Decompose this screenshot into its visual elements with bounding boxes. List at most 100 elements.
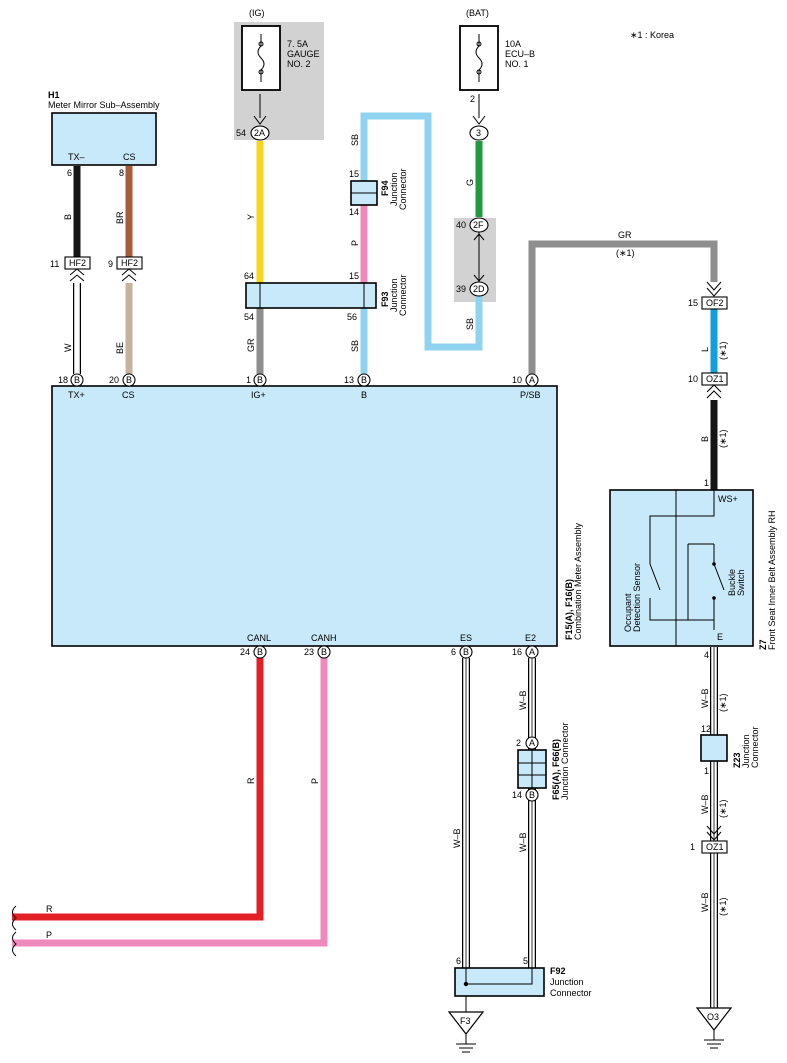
svg-text:GR: GR	[618, 230, 632, 240]
z7-id: Z7	[758, 639, 768, 650]
meter-pin-b: B	[361, 390, 367, 400]
svg-text:20: 20	[109, 375, 119, 385]
fuse-bat-source: (BAT)	[466, 8, 489, 18]
svg-text:OF2: OF2	[706, 298, 724, 308]
z23-name1: Junction	[741, 734, 751, 768]
svg-text:O3: O3	[707, 1012, 719, 1022]
svg-text:B: B	[321, 647, 327, 657]
svg-text:18: 18	[58, 375, 68, 385]
svg-text:14: 14	[512, 790, 522, 800]
svg-text:R: R	[246, 777, 256, 784]
z7-sensor-2: Detection Sensor	[632, 563, 642, 632]
svg-text:40: 40	[456, 220, 466, 230]
f92-name1: Junction	[550, 977, 584, 987]
svg-text:1: 1	[246, 375, 251, 385]
connector-hf2-left: HF2	[64, 256, 91, 282]
svg-text:W: W	[63, 343, 73, 352]
wire-skyblue-loop	[360, 112, 483, 351]
svg-text:B: B	[257, 647, 263, 657]
f92-id: F92	[550, 966, 566, 976]
ground-o3: O3	[695, 1007, 733, 1049]
wire-break-marks	[12, 905, 17, 957]
fuse-bat: (BAT) 10A ECU–B NO. 1	[459, 8, 535, 91]
svg-text:W–B: W–B	[700, 688, 710, 708]
svg-text:6: 6	[67, 168, 72, 178]
svg-text:5: 5	[523, 956, 528, 966]
svg-text:SB: SB	[465, 318, 475, 330]
f93-id: F93	[380, 291, 390, 307]
meter-pin-es: ES	[460, 633, 472, 643]
svg-text:2: 2	[470, 94, 475, 104]
svg-text:F3: F3	[460, 1016, 471, 1026]
wire-red-canl	[12, 658, 264, 921]
ground-f3: F3	[447, 1011, 485, 1053]
meter-pin-psb: P/SB	[520, 390, 541, 400]
meter-pin-markers: B B B B A B B B A	[70, 373, 539, 659]
svg-text:A: A	[529, 647, 535, 657]
meter-pin-txp: TX+	[68, 390, 85, 400]
svg-text:1: 1	[690, 842, 695, 852]
svg-text:BE: BE	[115, 342, 125, 354]
svg-text:15: 15	[349, 169, 359, 179]
svg-text:P: P	[46, 930, 52, 940]
svg-text:1: 1	[704, 478, 709, 488]
z7-switch-2: Switch	[736, 569, 746, 596]
svg-text:11: 11	[50, 259, 59, 269]
svg-text:12: 12	[701, 724, 711, 734]
svg-text:6: 6	[451, 647, 456, 657]
wire-pink-canh	[12, 658, 328, 947]
svg-text:A: A	[529, 375, 535, 385]
z7-pin-ws: WS+	[718, 494, 738, 504]
connector-3: 3	[469, 115, 489, 141]
svg-text:(∗1): (∗1)	[718, 693, 728, 712]
fuse-bat-name2: NO. 1	[505, 59, 529, 69]
component-f65-f66: A B F65(A), F66(B) Junction Connector	[517, 722, 570, 802]
component-f94: F94 Junction Connector	[350, 168, 408, 210]
svg-text:B: B	[361, 375, 367, 385]
wires	[12, 94, 718, 1008]
svg-text:(∗1): (∗1)	[718, 341, 728, 360]
pin-numbers: 54 2 15 14 40 39 11 9 6 8 64 15 54 56 15…	[50, 94, 711, 966]
connector-oz1-bottom: OZ1	[701, 825, 728, 854]
svg-text:GR: GR	[246, 338, 256, 352]
svg-text:W–B: W–B	[452, 828, 462, 848]
meter-pin-canh: CANH	[311, 633, 337, 643]
f94-name2: Connector	[398, 168, 408, 210]
component-h1: H1 Meter Mirror Sub–Assembly TX– CS	[48, 90, 160, 166]
meter-pin-canl: CANL	[247, 633, 271, 643]
component-z7: WS+ E Occupant Detection Sensor Buckle S…	[609, 489, 777, 650]
component-z23: Z23 Junction Connector	[700, 726, 760, 768]
fuse-ig: (IG) 7. 5A GAUGE NO. 2	[241, 8, 320, 91]
component-f92: F92 Junction Connector	[454, 966, 592, 1012]
meter-pin-ig: IG+	[251, 390, 266, 400]
svg-text:(∗1): (∗1)	[616, 248, 635, 258]
z7-switch-1: Buckle	[727, 569, 737, 596]
korea-note: ∗1 : Korea	[630, 30, 674, 40]
svg-text:56: 56	[347, 312, 357, 322]
svg-text:W–B: W–B	[518, 832, 528, 852]
svg-text:9: 9	[108, 259, 113, 269]
svg-text:W–B: W–B	[700, 892, 710, 912]
fuse-ig-source: (IG)	[249, 8, 265, 18]
component-combination-meter: TX+ CS IG+ B P/SB CANL CANH ES E2 F15(A)…	[51, 385, 583, 647]
svg-text:B: B	[63, 214, 73, 220]
svg-text:54: 54	[236, 128, 246, 138]
svg-text:10: 10	[688, 374, 698, 384]
svg-text:OZ1: OZ1	[706, 374, 724, 384]
svg-text:B: B	[126, 375, 132, 385]
h1-id: H1	[48, 90, 60, 100]
connector-2a: 2A	[250, 115, 270, 141]
svg-text:W–B: W–B	[700, 794, 710, 814]
connector-of2: OF2	[701, 281, 728, 310]
svg-text:3: 3	[476, 128, 481, 138]
svg-text:B: B	[74, 375, 80, 385]
svg-text:54: 54	[244, 312, 254, 322]
svg-text:OZ1: OZ1	[706, 842, 724, 852]
svg-text:G: G	[465, 179, 475, 186]
meter-pin-e2: E2	[525, 633, 536, 643]
svg-text:B: B	[529, 790, 535, 800]
fuse-ig-name1: GAUGE	[287, 49, 320, 59]
f92-name2: Connector	[550, 988, 592, 998]
meter-id: F15(A), F16(B)	[564, 579, 574, 640]
